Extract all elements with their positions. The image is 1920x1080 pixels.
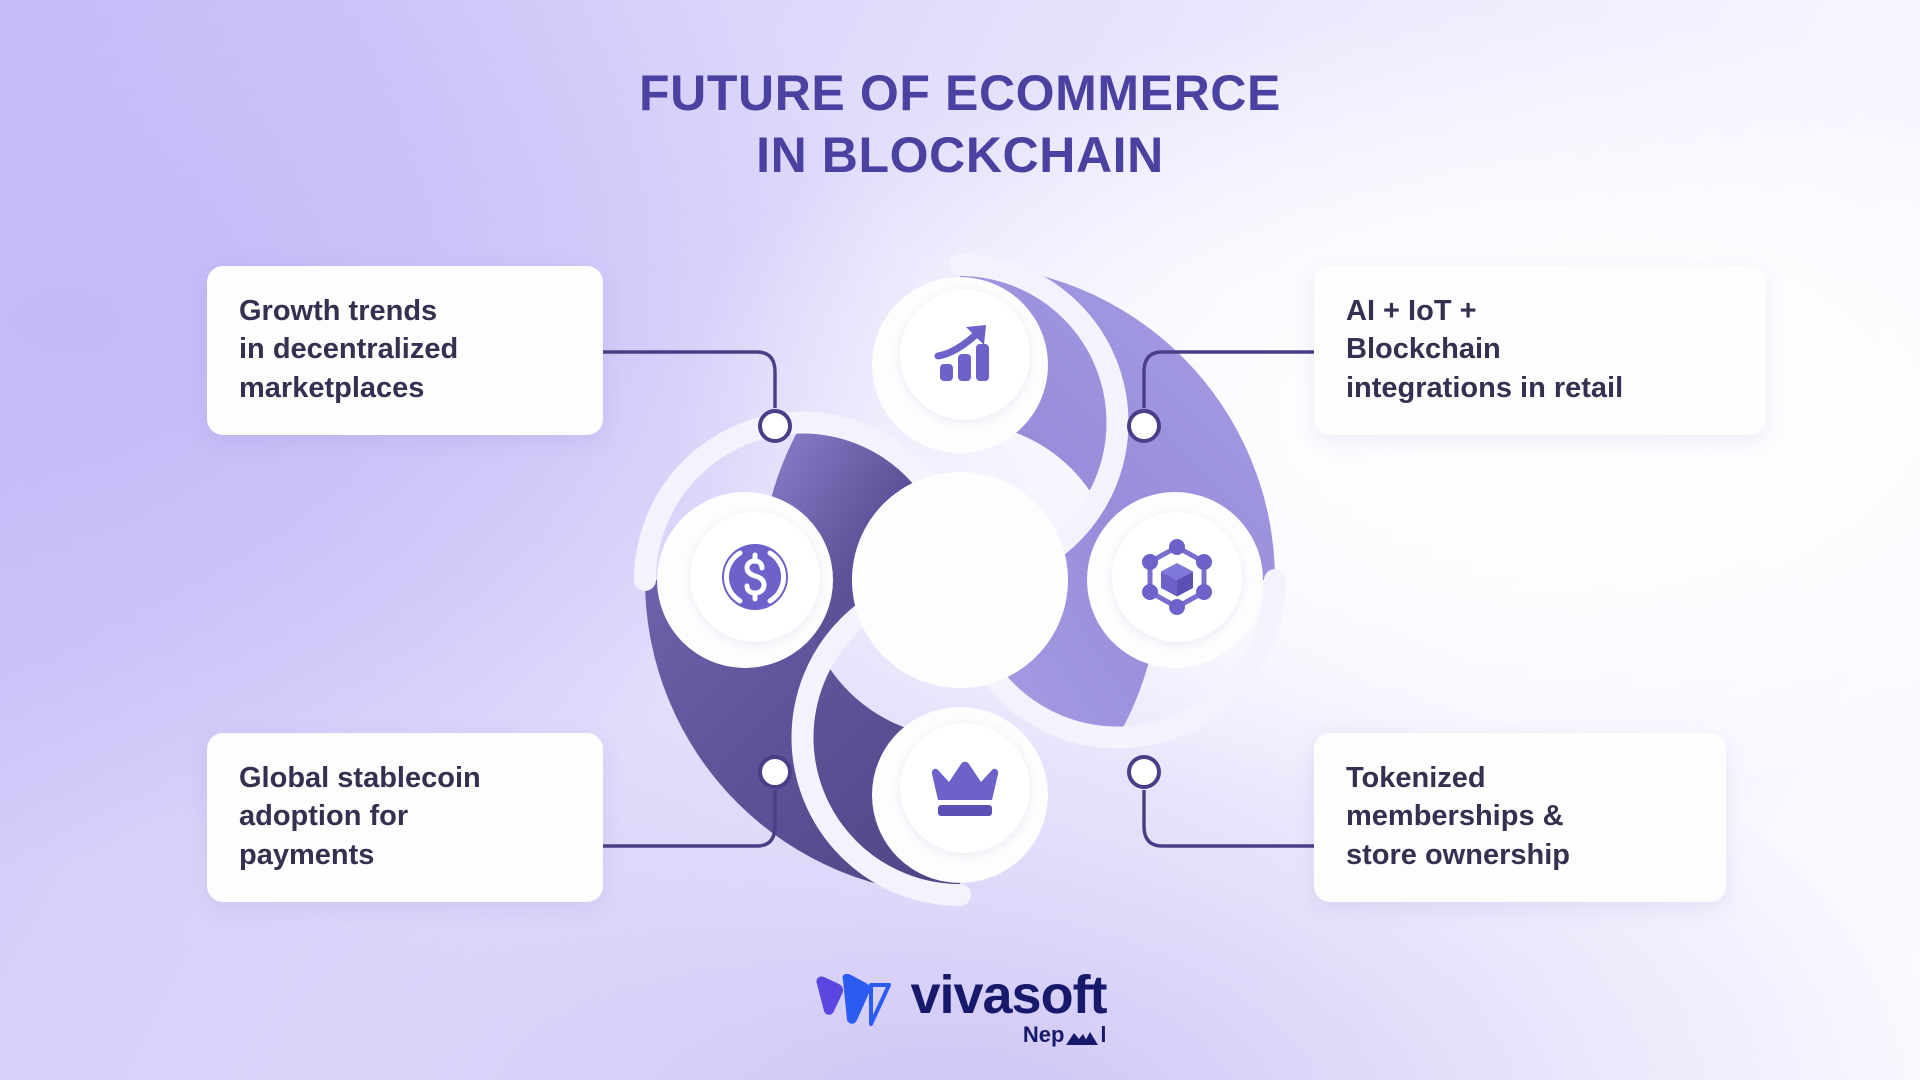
mountain-icon	[1066, 1032, 1099, 1045]
callout-line: memberships &	[1346, 800, 1564, 833]
callout-line: integrations in retail	[1346, 371, 1624, 404]
callout-line: store ownership	[1346, 838, 1570, 871]
callout-line: AI + IoT +	[1346, 295, 1477, 327]
callout-line: Global stablecoin	[239, 762, 481, 794]
brand-logo: vivasoft Nep l	[0, 968, 1920, 1046]
callout-line: payments	[239, 838, 375, 871]
page-title-line-2: in Blockchain	[756, 127, 1164, 183]
growth-chart-icon	[900, 290, 1030, 420]
logo-subtitle: Nep l	[1023, 1024, 1107, 1046]
logo-wordmark: vivasoft Nep l	[910, 965, 1107, 1046]
callout-line: Growth trends	[239, 295, 438, 327]
page-title-line-1: Future of Ecommerce	[639, 65, 1281, 121]
callout-card-top-right[interactable]: AI + IoT + Blockchain integrations in re…	[1314, 266, 1766, 435]
callout-card-bottom-left[interactable]: Global stablecoin adoption for payments	[207, 733, 603, 902]
logo-word: vivasoft	[910, 965, 1107, 1025]
blockchain-cube-icon	[1112, 512, 1242, 642]
callout-card-bottom-right[interactable]: Tokenized memberships & store ownership	[1314, 733, 1726, 902]
logo-subtitle-prefix: Nep	[1022, 1022, 1065, 1047]
logo-subtitle-suffix: l	[1100, 1022, 1107, 1047]
callout-line: Blockchain	[1346, 333, 1501, 366]
callout-line: in decentralized	[239, 333, 459, 366]
vivasoft-w-mark-icon	[813, 973, 893, 1041]
callout-line: marketplaces	[239, 371, 425, 404]
stablecoin-dollar-icon	[690, 512, 820, 642]
page-title: Future of Ecommerce in Blockchain	[0, 62, 1920, 186]
callout-card-top-left[interactable]: Growth trends in decentralized marketpla…	[207, 266, 603, 435]
crown-icon	[900, 723, 1030, 853]
callout-line: adoption for	[239, 800, 409, 833]
callout-line: Tokenized	[1346, 762, 1486, 794]
